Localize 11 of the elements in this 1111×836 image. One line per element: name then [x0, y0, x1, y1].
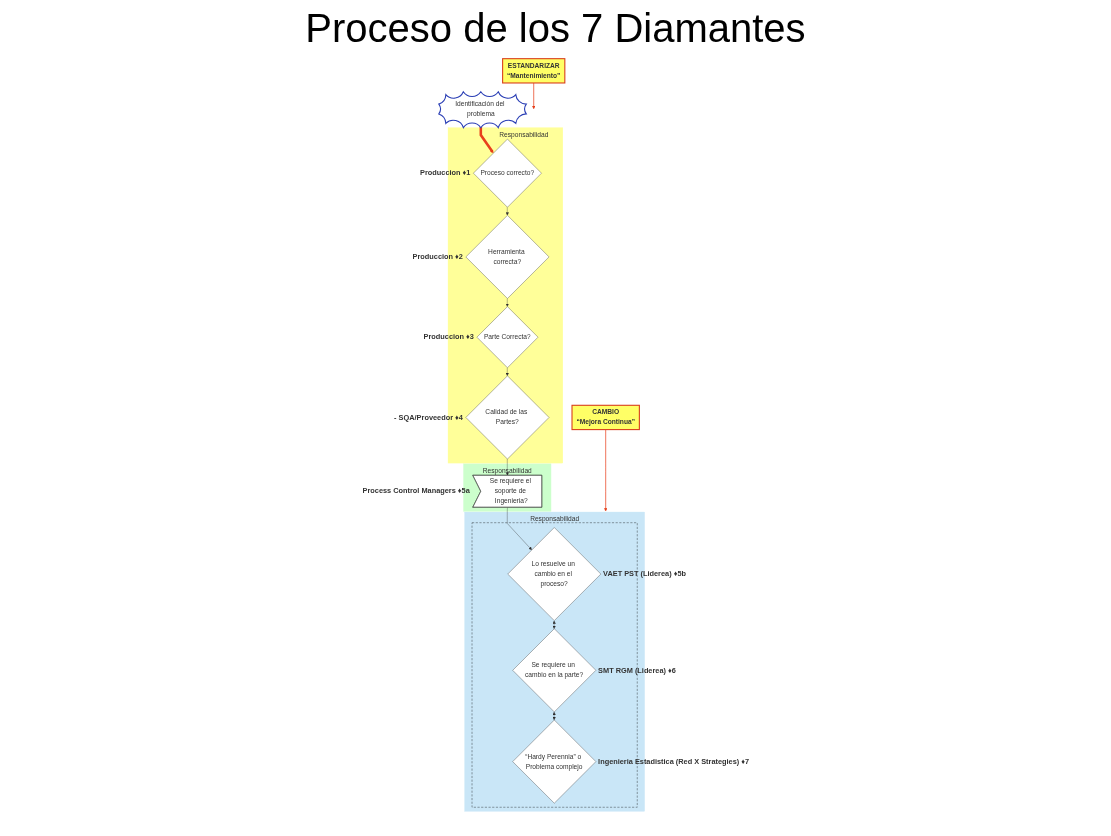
arrow	[479, 126, 494, 154]
responsibility-text: - SQA/Proveedor ♦4	[393, 412, 463, 422]
responsibility-text: Produccion ♦2	[412, 252, 463, 262]
responsibility-text: Ingenieria Estadistica (Red X Strategies) ♦7	[597, 756, 749, 766]
title: Proceso de los 7 Diamantes	[304, 6, 807, 51]
responsibility-text: Produccion ♦3	[423, 332, 474, 342]
responsibility-text: SMT RGM (Liderea) ♦6	[597, 665, 676, 675]
arrow	[552, 620, 556, 629]
responsibility-text: VAET PST (Liderea) ♦5b	[602, 569, 686, 579]
responsibility-text: Produccion ♦1	[419, 168, 471, 178]
responsibility-text: Process Control Managers ♦5a	[362, 486, 470, 496]
